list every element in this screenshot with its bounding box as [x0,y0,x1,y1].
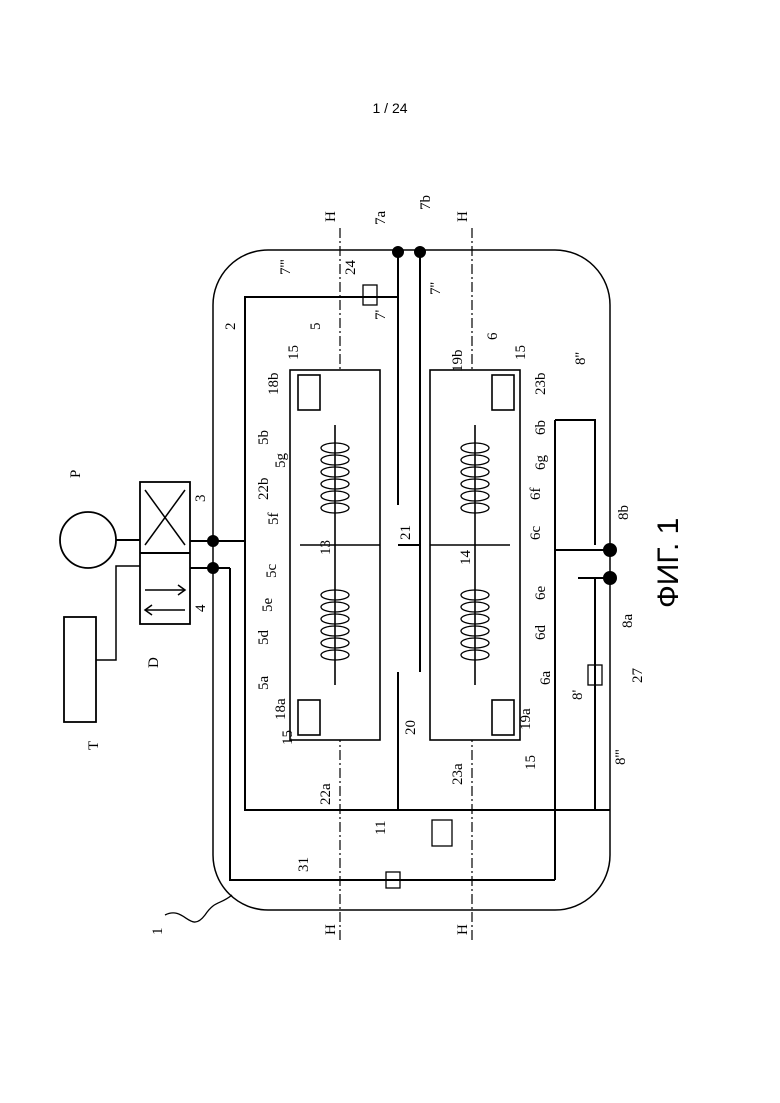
label-8b: 8b [616,505,632,520]
label-5a: 5a [256,676,272,691]
label-5g: 5g [273,453,289,469]
label-t: T [86,741,102,750]
port-8a [604,572,616,584]
label-d: D [146,657,162,668]
label-13: 13 [318,540,334,555]
label-4: 4 [193,604,209,612]
label-h-top-left: H [323,211,339,222]
label-19a: 19a [518,708,534,730]
label-h-top-right: H [455,211,471,222]
label-5d: 5d [256,630,272,646]
port-3 [208,536,218,546]
label-31: 31 [296,857,312,872]
label-6d: 6d [533,625,549,641]
line-8-double [555,420,595,545]
label-6g: 6g [533,455,549,471]
label-15-top-right: 15 [513,345,529,360]
label-18a: 18a [273,698,289,720]
label-8double: 8'' [573,352,589,365]
label-6f: 6f [528,488,544,501]
port-4 [208,563,218,573]
port-7b [415,247,425,257]
check-valve-24 [363,285,377,305]
label-15-bottom-right: 15 [523,755,539,770]
pump-symbol [60,512,116,568]
label-6c: 6c [528,526,544,541]
label-22b: 22b [256,478,272,501]
tank-symbol [64,617,96,722]
label-6b: 6b [533,420,549,435]
label-22a: 22a [318,783,334,805]
label-8triple: 8''' [613,749,629,765]
label-7prime: 7' [373,310,389,321]
label-21: 21 [398,525,414,540]
label-7triple: 7''' [278,259,294,275]
label-15-bottom-left: 15 [280,730,296,745]
port-7a [393,247,403,257]
pressure-valve-11 [432,820,452,846]
label-15-top-left: 15 [286,345,302,360]
directional-valve-d [140,482,190,624]
leader-1 [165,895,232,922]
label-1: 1 [150,928,166,936]
label-27: 27 [630,668,646,684]
label-p: P [68,470,84,478]
label-h-bottom-right: H [455,924,471,935]
valve-body-5 [290,370,380,740]
label-23a: 23a [450,763,466,785]
label-8prime: 8' [570,690,586,701]
label-7b: 7b [418,195,434,210]
label-5b: 5b [256,430,272,445]
valve-body-6 [430,370,520,740]
label-6: 6 [485,332,501,340]
label-7double: 7'' [428,282,444,295]
label-h-bottom-left: H [323,924,339,935]
label-5: 5 [308,323,324,331]
label-20: 20 [403,720,419,735]
label-11: 11 [373,821,389,835]
figure-label: ФИГ. 1 [652,518,685,608]
label-8a: 8a [620,614,636,629]
label-2: 2 [223,323,239,331]
label-14: 14 [458,550,474,566]
label-18b: 18b [266,373,282,396]
label-5c: 5c [264,564,280,579]
label-6e: 6e [533,586,549,601]
label-7a: 7a [373,211,389,226]
label-5f: 5f [266,513,282,526]
label-6a: 6a [538,671,554,686]
label-19b: 19b [450,350,466,373]
label-3: 3 [193,495,209,503]
label-23b: 23b [533,373,549,396]
label-24: 24 [343,260,359,276]
label-5e: 5e [260,598,276,613]
